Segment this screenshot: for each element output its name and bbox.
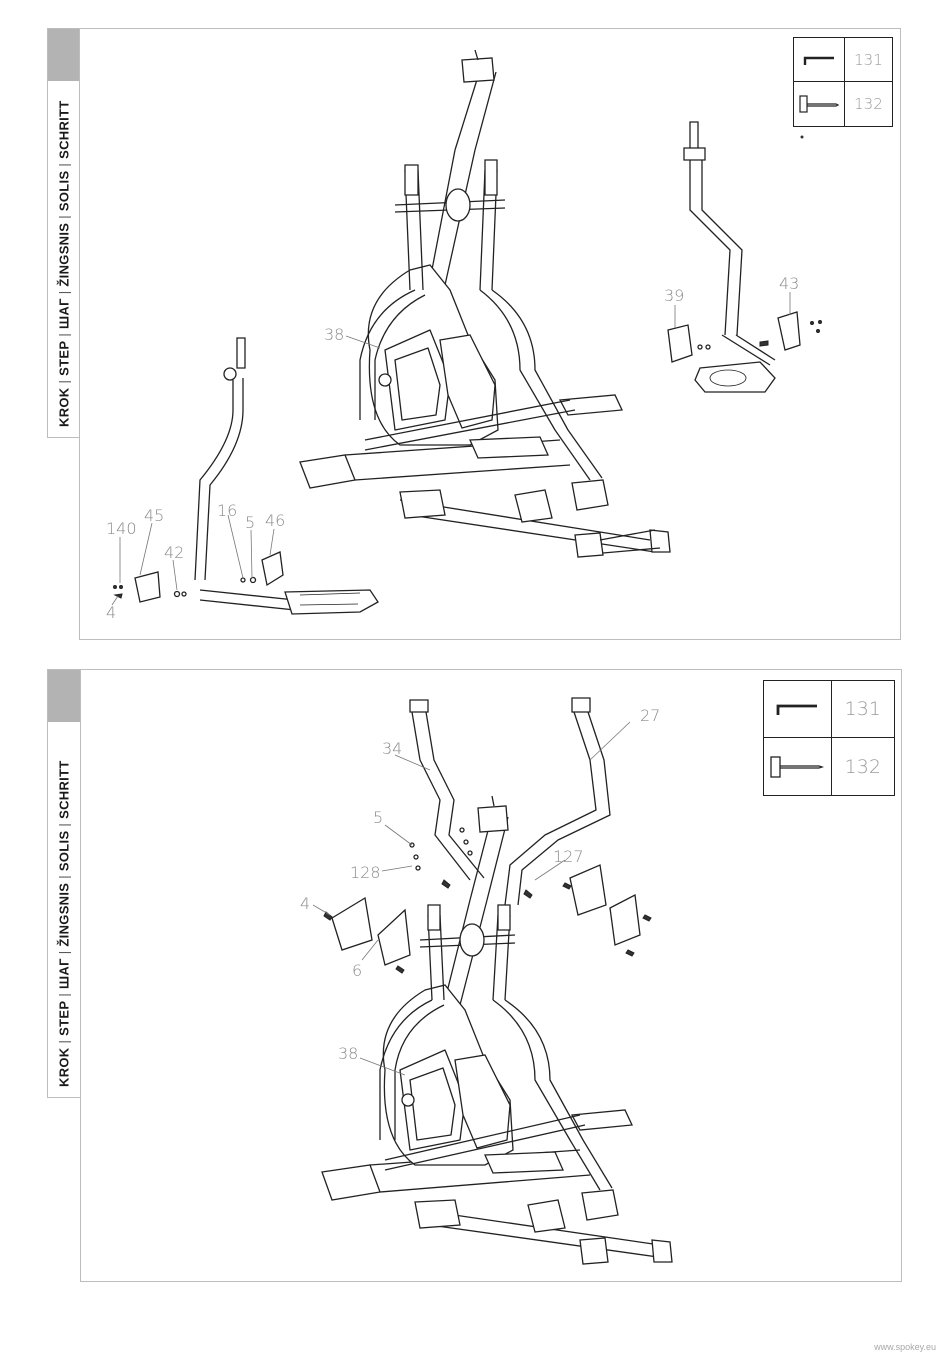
callout-label: 27: [640, 706, 660, 725]
handlebar-left: [410, 700, 484, 880]
footer-url: www.spokey.eu: [874, 1342, 936, 1352]
callout-label: 6: [352, 961, 362, 980]
callout-label: 128: [350, 863, 381, 882]
callout-label: 127: [553, 847, 584, 866]
callout-label: 34: [382, 739, 402, 758]
callout-label: 5: [373, 808, 383, 827]
callout-label: 38: [338, 1044, 358, 1063]
callout-label: 4: [300, 894, 310, 913]
